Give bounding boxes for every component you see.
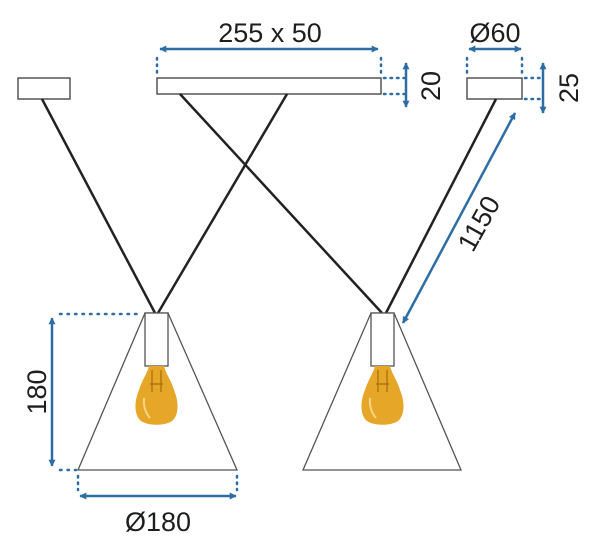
label-rose-height: 25 [554,73,584,103]
right-socket [370,312,395,367]
right-bulb-highlight [368,397,377,419]
left-pendant [77,312,238,471]
left-bulb-highlight [142,397,151,419]
right-ceiling-rose [466,77,523,100]
cables [40,93,498,314]
left-bulb [135,366,178,425]
cable-left-rose [40,98,157,314]
cable-canopy-to-right-lamp [179,93,383,314]
right-pendant [302,312,462,471]
label-rose-diameter: Ø60 [469,18,520,48]
main-canopy [156,77,382,95]
right-bulb [361,366,404,425]
label-cable-length: 1150 [452,191,506,256]
label-canopy-size: 255 x 50 [218,18,322,48]
label-shade-diameter: Ø180 [125,507,191,537]
label-canopy-height: 20 [416,71,446,101]
right-filament [376,370,389,392]
cable-canopy-to-left-lamp [156,93,289,314]
label-shade-height: 180 [22,369,52,414]
left-filament [150,370,163,392]
dimension-lines [48,45,547,500]
left-socket [144,312,169,367]
left-ceiling-rose [17,77,71,100]
dim-line-cable-length [401,112,517,324]
